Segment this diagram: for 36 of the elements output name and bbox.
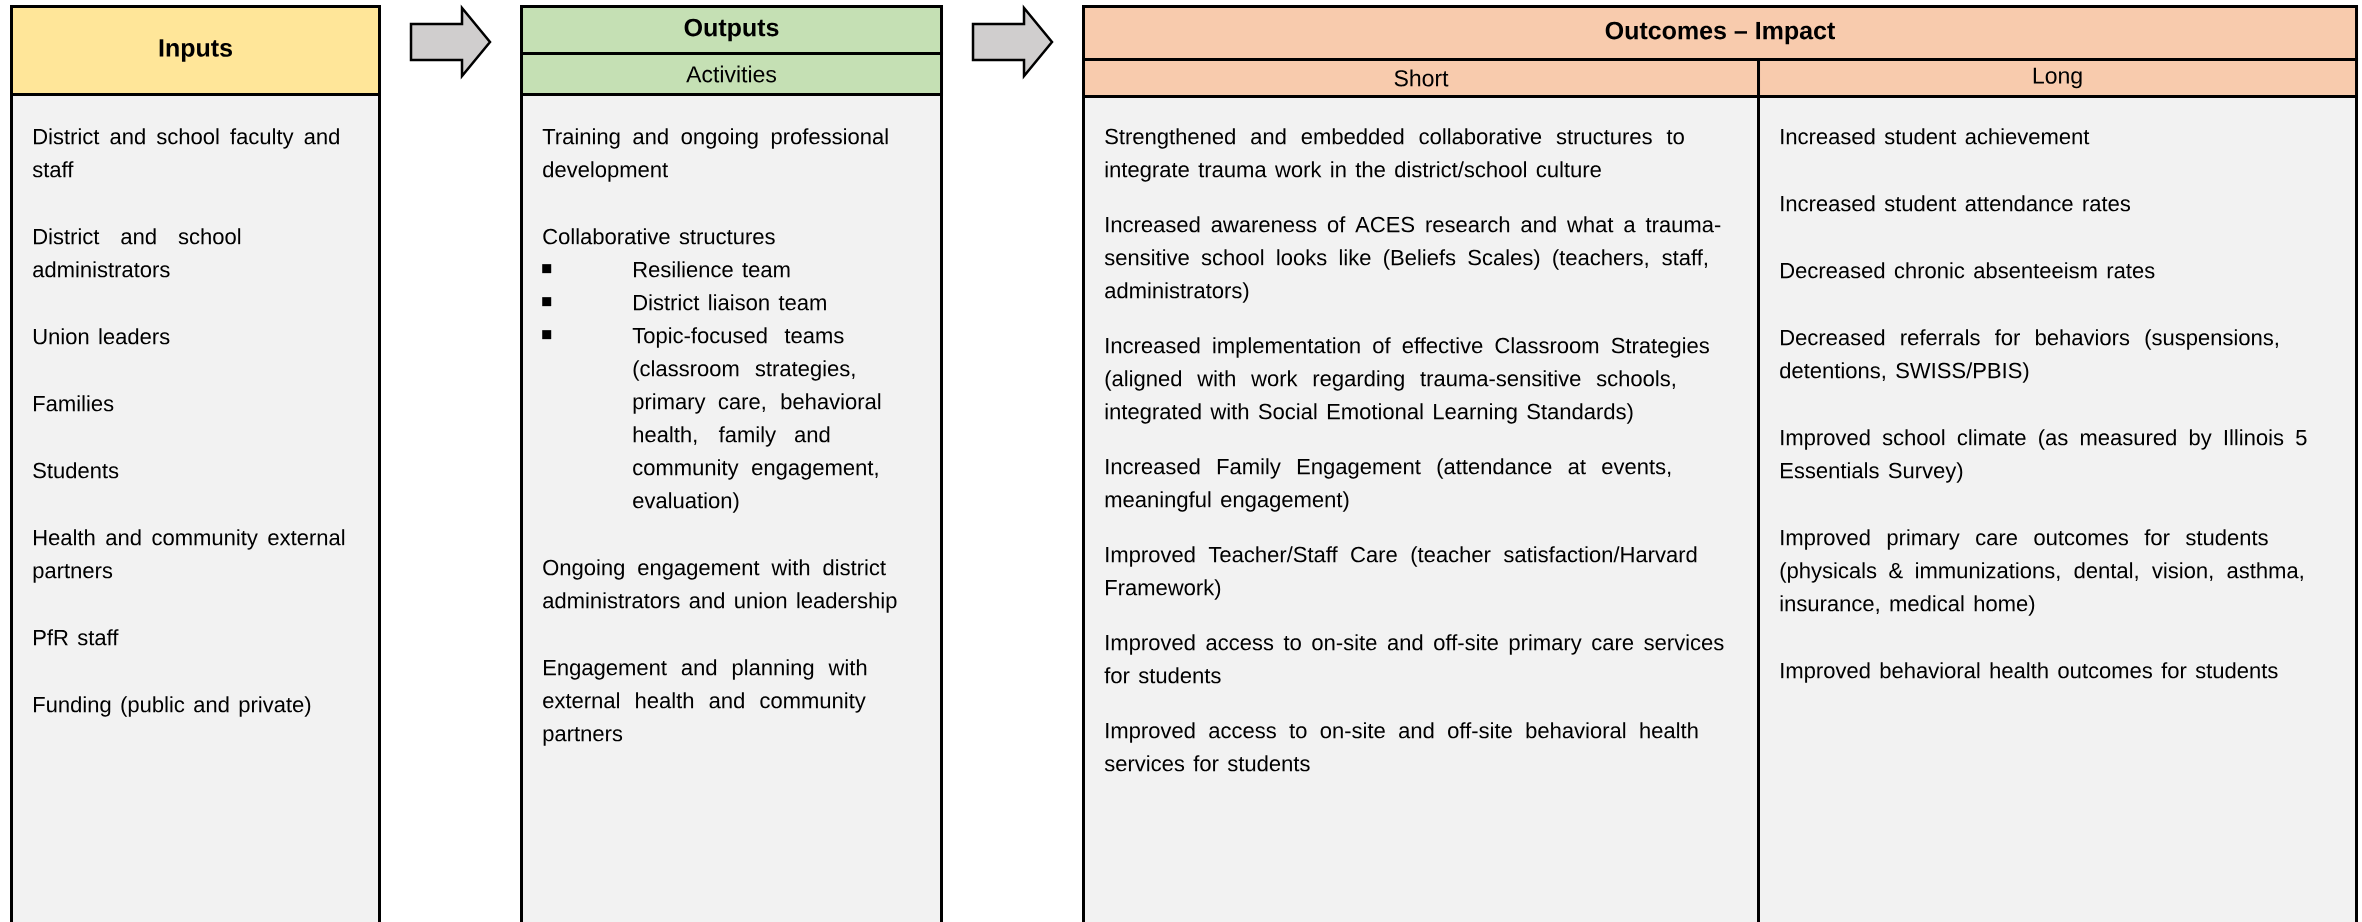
column-header: Outputs — [520, 5, 943, 55]
item-text: Decreased referrals for behaviors (suspensions, detentions, SWISS/PBIS) — [1780, 329, 2278, 383]
item-text: Improved behavioral health outcomes for students — [1781, 662, 2278, 683]
item-text: Health and community external partners — [33, 529, 345, 583]
item-text: Decreased chronic absenteeism rates — [1781, 262, 2155, 279]
item-text: Increased student achievement — [1781, 128, 2090, 145]
item-text: Increased implementation of effective Classroom Strategies (aligned with work regarding trauma-sensitive schools, integrated with Social Emotional Learning Standards) — [1105, 337, 1709, 424]
item-text: District and school faculty and staff — [32, 128, 339, 178]
list-item: Resilience team — [634, 261, 790, 278]
item-text: Union leaders — [33, 328, 170, 345]
item-text: Training and ongoing professional development — [542, 128, 888, 182]
item-text: Ongoing engagement with district administrators and union leadership — [543, 559, 897, 613]
block-arrow — [971, 4, 1054, 80]
item-text: PfR staff — [34, 629, 119, 646]
column-header: Inputs — [10, 5, 381, 96]
item-text: Strengthened and embedded collaborative structures to integrate trauma work in the district/school culture — [1105, 128, 1684, 182]
column-header: Long — [1757, 58, 2358, 98]
item-text: District and school administrators — [33, 228, 241, 278]
item-text: Improved primary care outcomes for students (physicals & immunizations, dental, vision, asthma, insurance, medical home) — [1780, 529, 2303, 616]
column-header: Short — [1082, 58, 1760, 98]
block-arrow — [409, 4, 492, 80]
item-text: Funding (public and private) — [34, 696, 311, 717]
item-text: Families — [34, 395, 114, 412]
column-header: Activities — [520, 52, 943, 96]
list-item: District liaison team — [634, 294, 826, 311]
item-text: Increased Family Engagement (attendance at events, meaningful engagement) — [1105, 458, 1671, 512]
item-text: Increased awareness of ACES research and what a trauma-sensitive school looks like (Beliefs Scales) (teachers, staff, administrators) — [1104, 216, 1721, 303]
item-text: Collaborative structures — [543, 228, 775, 245]
item-text: Engagement and planning with external health and community partners — [543, 659, 867, 746]
item-text: Improved access to on-site and off-site primary care services for students — [1104, 634, 1724, 684]
item-text: Students — [33, 462, 119, 479]
list-item: Topic-focused teams (classroom strategies, primary care, behavioral health, family and community engagement, evaluation) — [632, 327, 881, 513]
item-text: Improved school climate (as measured by Illinois 5 Essentials Survey) — [1781, 429, 2307, 483]
item-text: Improved Teacher/Staff Care (teacher satisfaction/Harvard Framework) — [1106, 546, 1697, 600]
item-text: Improved access to on-site and off-site behavioral health services for students — [1104, 722, 1698, 772]
item-text: Increased student attendance rates — [1781, 195, 2131, 212]
